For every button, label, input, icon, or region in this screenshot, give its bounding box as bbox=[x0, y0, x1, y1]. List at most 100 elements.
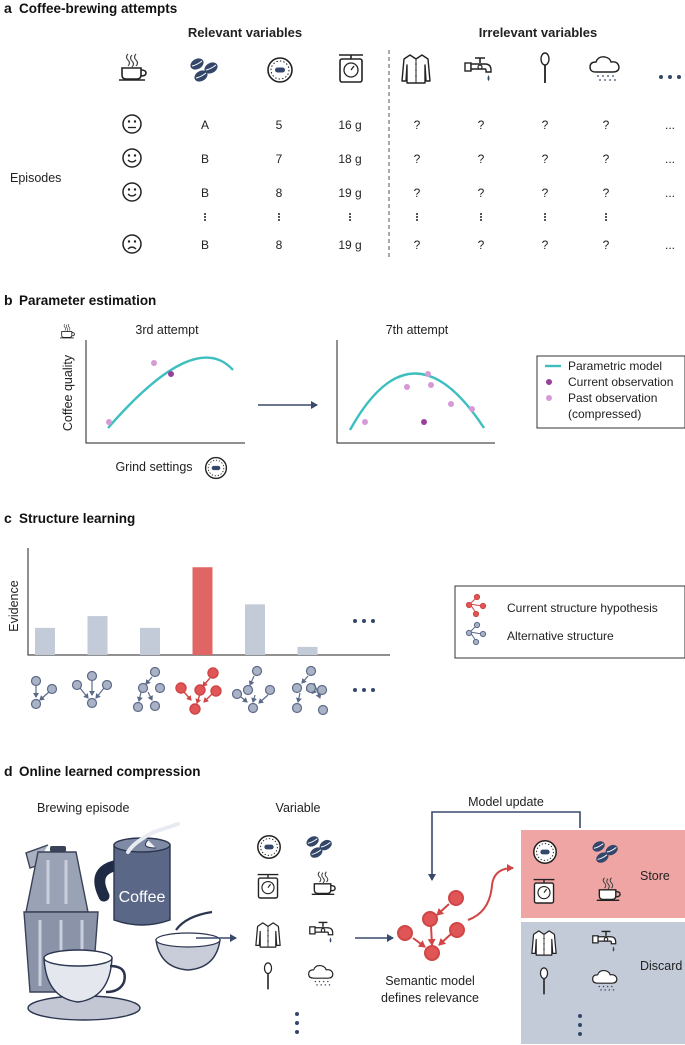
legend-parametric-model: Parametric model bbox=[568, 359, 662, 373]
past-observation-point bbox=[448, 401, 454, 407]
table-cell: B bbox=[201, 238, 209, 252]
legend-alternative-structure: Alternative structure bbox=[507, 629, 614, 643]
table-cell: ? bbox=[603, 118, 610, 132]
current-observation-point bbox=[421, 419, 427, 425]
panel-b-legend: Parametric model Current observation Pas… bbox=[536, 355, 685, 429]
happy-face-icon bbox=[122, 182, 142, 202]
table-cell: ? bbox=[414, 186, 421, 200]
table-cell: 19 g bbox=[338, 186, 361, 200]
panel-d-title: Online learned compression bbox=[19, 764, 201, 779]
panel-b-letter: b bbox=[4, 292, 13, 308]
table-cell: ... bbox=[665, 118, 675, 132]
more-structures-icon bbox=[353, 619, 375, 623]
y-axis-label: Coffee quality bbox=[61, 354, 75, 431]
legend-current-observation: Current observation bbox=[568, 375, 673, 389]
coffee-cup-icon bbox=[59, 323, 75, 339]
discard-label: Discard bbox=[640, 959, 682, 973]
kitchen-scale-icon bbox=[338, 54, 364, 83]
grind-dial-icon bbox=[257, 835, 281, 859]
evidence-axes bbox=[27, 548, 390, 656]
panel-c: c Structure learning Evidence bbox=[4, 510, 685, 716]
shirt-icon bbox=[531, 930, 557, 956]
coffee-scene-illustration: Coffee bbox=[23, 822, 221, 1021]
panel-c-legend: Current structure hypothesis Alternative… bbox=[454, 585, 685, 659]
past-observation-point bbox=[106, 419, 112, 425]
neutral-face-icon bbox=[122, 114, 142, 134]
table-cell: ? bbox=[414, 118, 421, 132]
shirt-icon bbox=[255, 922, 281, 948]
semantic-model-label-1: Semantic model bbox=[385, 974, 475, 988]
table-cell: A bbox=[201, 118, 209, 132]
table-cell: ? bbox=[478, 152, 485, 166]
kitchen-scale-icon bbox=[532, 878, 556, 904]
variable-label: Variable bbox=[276, 801, 321, 815]
structure-graph-current bbox=[175, 667, 222, 715]
evidence-bar bbox=[87, 616, 108, 655]
kitchen-scale-icon bbox=[256, 873, 280, 899]
panel-d-letter: d bbox=[4, 763, 13, 779]
rain-cloud-icon bbox=[308, 964, 334, 987]
table-cell: ? bbox=[542, 186, 549, 200]
table-cell: B bbox=[201, 186, 209, 200]
evidence-bar bbox=[245, 604, 265, 655]
more-structures-icon bbox=[353, 688, 375, 692]
more-discarded-icon bbox=[578, 1014, 582, 1036]
episode-row: B 8 19 g ? ? ? ? ... bbox=[201, 238, 675, 252]
past-observation-point bbox=[404, 384, 410, 390]
current-observation-point bbox=[168, 371, 174, 377]
water-tap-icon bbox=[309, 921, 334, 944]
vertical-ellipsis-row bbox=[204, 213, 607, 221]
irrelevant-variables-header: Irrelevant variables bbox=[479, 25, 598, 40]
x-axis-label: Grind settings bbox=[115, 460, 192, 474]
shirt-icon bbox=[401, 54, 431, 84]
table-cell: ... bbox=[665, 186, 675, 200]
past-observation-point bbox=[425, 371, 431, 377]
plot-7th-axes bbox=[336, 340, 495, 444]
parametric-model-curve bbox=[107, 356, 234, 429]
happy-face-icon bbox=[122, 148, 142, 168]
coffee-tin-label: Coffee bbox=[119, 889, 166, 906]
episodes-label: Episodes bbox=[10, 171, 61, 185]
semantic-model-label-2: defines relevance bbox=[381, 991, 479, 1005]
episode-row: B 8 19 g ? ? ? ? ... bbox=[201, 186, 675, 200]
plot-3rd-axes bbox=[85, 340, 245, 444]
past-observation-point bbox=[362, 419, 368, 425]
relevant-variables-header: Relevant variables bbox=[188, 25, 302, 40]
panel-d: d Online learned compression Brewing epi… bbox=[4, 763, 685, 1044]
table-cell: 8 bbox=[276, 238, 283, 252]
structure-graph-3 bbox=[132, 666, 166, 713]
panel-a-title: Coffee-brewing attempts bbox=[19, 1, 177, 16]
structure-graph-1 bbox=[30, 675, 58, 710]
evidence-bar-current bbox=[192, 567, 213, 655]
brewing-episode-label: Brewing episode bbox=[37, 801, 129, 815]
panel-c-letter: c bbox=[4, 510, 12, 526]
panel-a: a Coffee-brewing attempts Relevant varia… bbox=[4, 0, 681, 258]
table-cell: 18 g bbox=[338, 152, 361, 166]
parametric-model-curve bbox=[348, 372, 486, 431]
grind-dial-icon bbox=[533, 840, 557, 864]
panel-a-letter: a bbox=[4, 0, 12, 16]
more-variables-icon bbox=[295, 1012, 299, 1034]
table-cell: ? bbox=[542, 238, 549, 252]
table-cell: ? bbox=[603, 186, 610, 200]
structure-graph-6 bbox=[291, 665, 329, 716]
plot-3rd-attempt-title: 3rd attempt bbox=[135, 323, 199, 337]
coffee-cup-icon bbox=[118, 53, 147, 81]
table-cell: ? bbox=[414, 238, 421, 252]
table-cell: 16 g bbox=[338, 118, 361, 132]
table-cell: 8 bbox=[276, 186, 283, 200]
table-cell: ? bbox=[478, 118, 485, 132]
episode-row: A 5 16 g ? ? ? ? ... bbox=[201, 118, 675, 132]
table-cell: ? bbox=[478, 186, 485, 200]
panel-b: b Parameter estimation 3rd attempt 7th a… bbox=[4, 292, 685, 480]
coffee-beans-icon bbox=[189, 55, 221, 85]
evidence-bar bbox=[35, 627, 55, 655]
relevant-to-store-arrow bbox=[467, 864, 514, 921]
coffee-cup-icon bbox=[311, 871, 336, 895]
past-observation-point bbox=[151, 360, 157, 366]
legend-current-structure: Current structure hypothesis bbox=[507, 601, 658, 615]
spoon-icon bbox=[263, 962, 273, 991]
table-cell: ? bbox=[603, 152, 610, 166]
sad-face-icon bbox=[122, 234, 142, 254]
